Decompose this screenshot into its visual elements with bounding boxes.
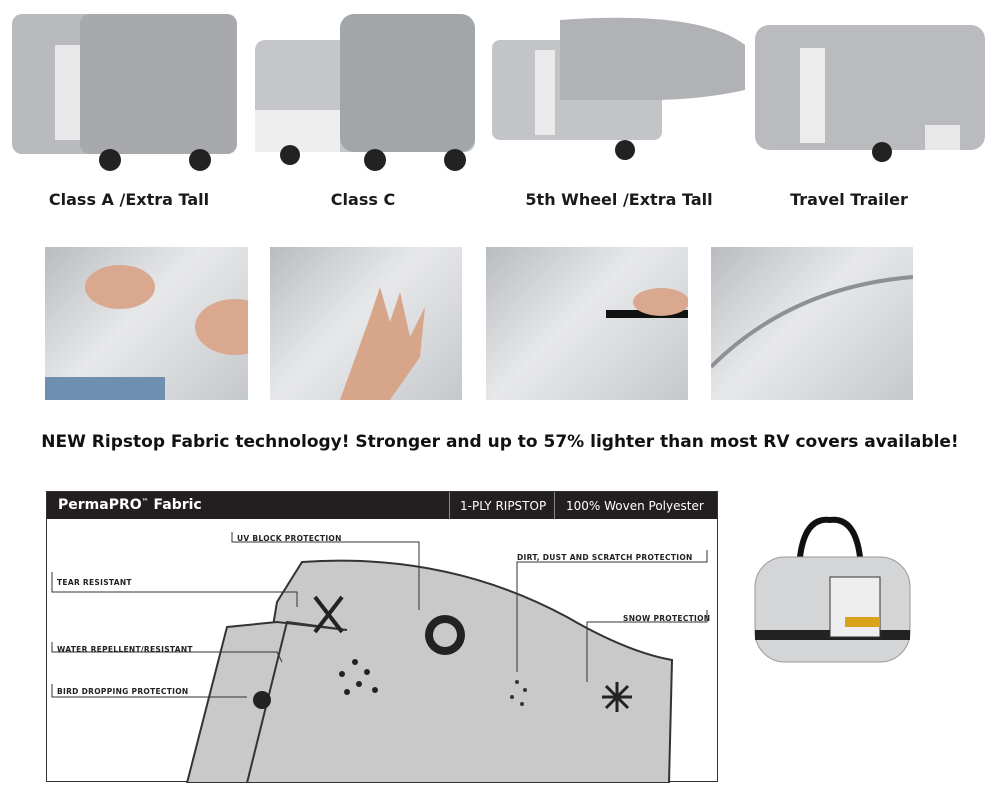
- headline: NEW Ripstop Fabric technology! Stronger …: [41, 432, 959, 452]
- trademark: ™: [141, 497, 149, 506]
- diagram-title: PermaPRO: [58, 497, 142, 513]
- fabric-stretch-photo: [45, 247, 248, 400]
- spec-material: 100% Woven Polyester: [566, 499, 704, 513]
- water-drops-icon: [339, 659, 378, 695]
- rv-label-5th-wheel: 5th Wheel /Extra Tall: [525, 190, 713, 209]
- storage-bag-image: [754, 516, 911, 663]
- callout-bird: BIRD DROPPING PROTECTION: [57, 687, 189, 696]
- dirt-icon: [510, 680, 527, 706]
- fabric-seam-photo: [711, 247, 913, 400]
- tear-icon: [313, 595, 344, 634]
- fabric-hand-press-photo: [270, 247, 462, 400]
- sun-icon: [425, 615, 465, 655]
- snowflake-icon: [602, 682, 632, 712]
- diagram-header: PermaPRO™ Fabric 1-PLY RIPSTOP 100% Wove…: [47, 492, 717, 519]
- spec-ply: 1-PLY RIPSTOP: [460, 499, 547, 513]
- rv-photos: [12, 14, 985, 171]
- rv-5th-wheel-image: [492, 17, 745, 160]
- callout-dirt: DIRT, DUST AND SCRATCH PROTECTION: [517, 553, 693, 562]
- callout-snow: SNOW PROTECTION: [623, 614, 711, 623]
- rv-travel-trailer-image: [755, 25, 985, 162]
- callout-uv: UV BLOCK PROTECTION: [237, 534, 342, 543]
- callout-tear: TEAR RESISTANT: [57, 578, 132, 587]
- rv-label-class-c: Class C: [330, 190, 396, 209]
- fabric-diagram: PermaPRO™ Fabric 1-PLY RIPSTOP 100% Wove…: [46, 491, 718, 783]
- fabric-illustration: [51, 532, 708, 783]
- rv-label-travel-trailer: Travel Trailer: [790, 190, 908, 209]
- bird-dropping-icon: [253, 691, 271, 709]
- rv-class-c-image: [255, 14, 475, 171]
- rv-label-class-a: Class A /Extra Tall: [48, 190, 210, 209]
- fabric-strap-photo: [486, 247, 688, 400]
- diagram-title-suffix: Fabric: [153, 497, 202, 513]
- callout-water: WATER REPELLENT/RESISTANT: [57, 645, 193, 654]
- rv-class-a-image: [12, 14, 237, 171]
